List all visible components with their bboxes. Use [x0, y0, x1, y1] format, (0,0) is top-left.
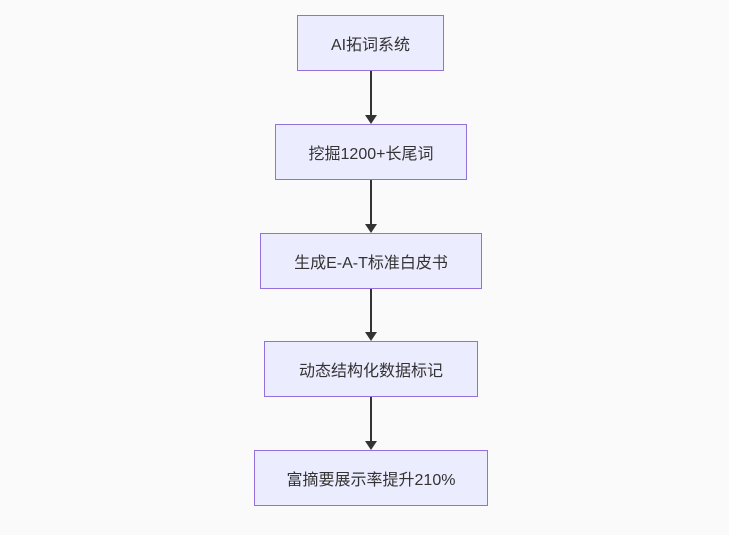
arrow-head-down-icon	[365, 332, 377, 341]
arrow-head-down-icon	[365, 224, 377, 233]
arrow-line	[370, 289, 372, 332]
flowchart-node-longtail-mining: 挖掘1200+长尾词	[275, 124, 467, 180]
arrow-head-down-icon	[365, 441, 377, 450]
flowchart-node-rich-snippet-result: 富摘要展示率提升210%	[254, 450, 488, 506]
flowchart-node-structured-data-markup: 动态结构化数据标记	[264, 341, 478, 397]
arrow-line	[370, 180, 372, 224]
node-label: 挖掘1200+长尾词	[308, 146, 434, 163]
edge-arrow-3	[365, 289, 377, 341]
edge-arrow-1	[365, 71, 377, 124]
edge-arrow-4	[365, 397, 377, 450]
arrow-line	[370, 397, 372, 441]
node-label: 生成E-A-T标准白皮书	[294, 255, 448, 272]
node-label: 动态结构化数据标记	[298, 363, 443, 380]
arrow-line	[370, 71, 372, 115]
arrow-head-down-icon	[365, 115, 377, 124]
node-label: AI拓词系统	[330, 37, 411, 54]
edge-arrow-2	[365, 180, 377, 233]
node-label: 富摘要展示率提升210%	[286, 472, 456, 489]
flowchart-node-eat-whitepaper: 生成E-A-T标准白皮书	[260, 233, 482, 289]
flowchart-node-ai-word-system: AI拓词系统	[297, 15, 444, 71]
